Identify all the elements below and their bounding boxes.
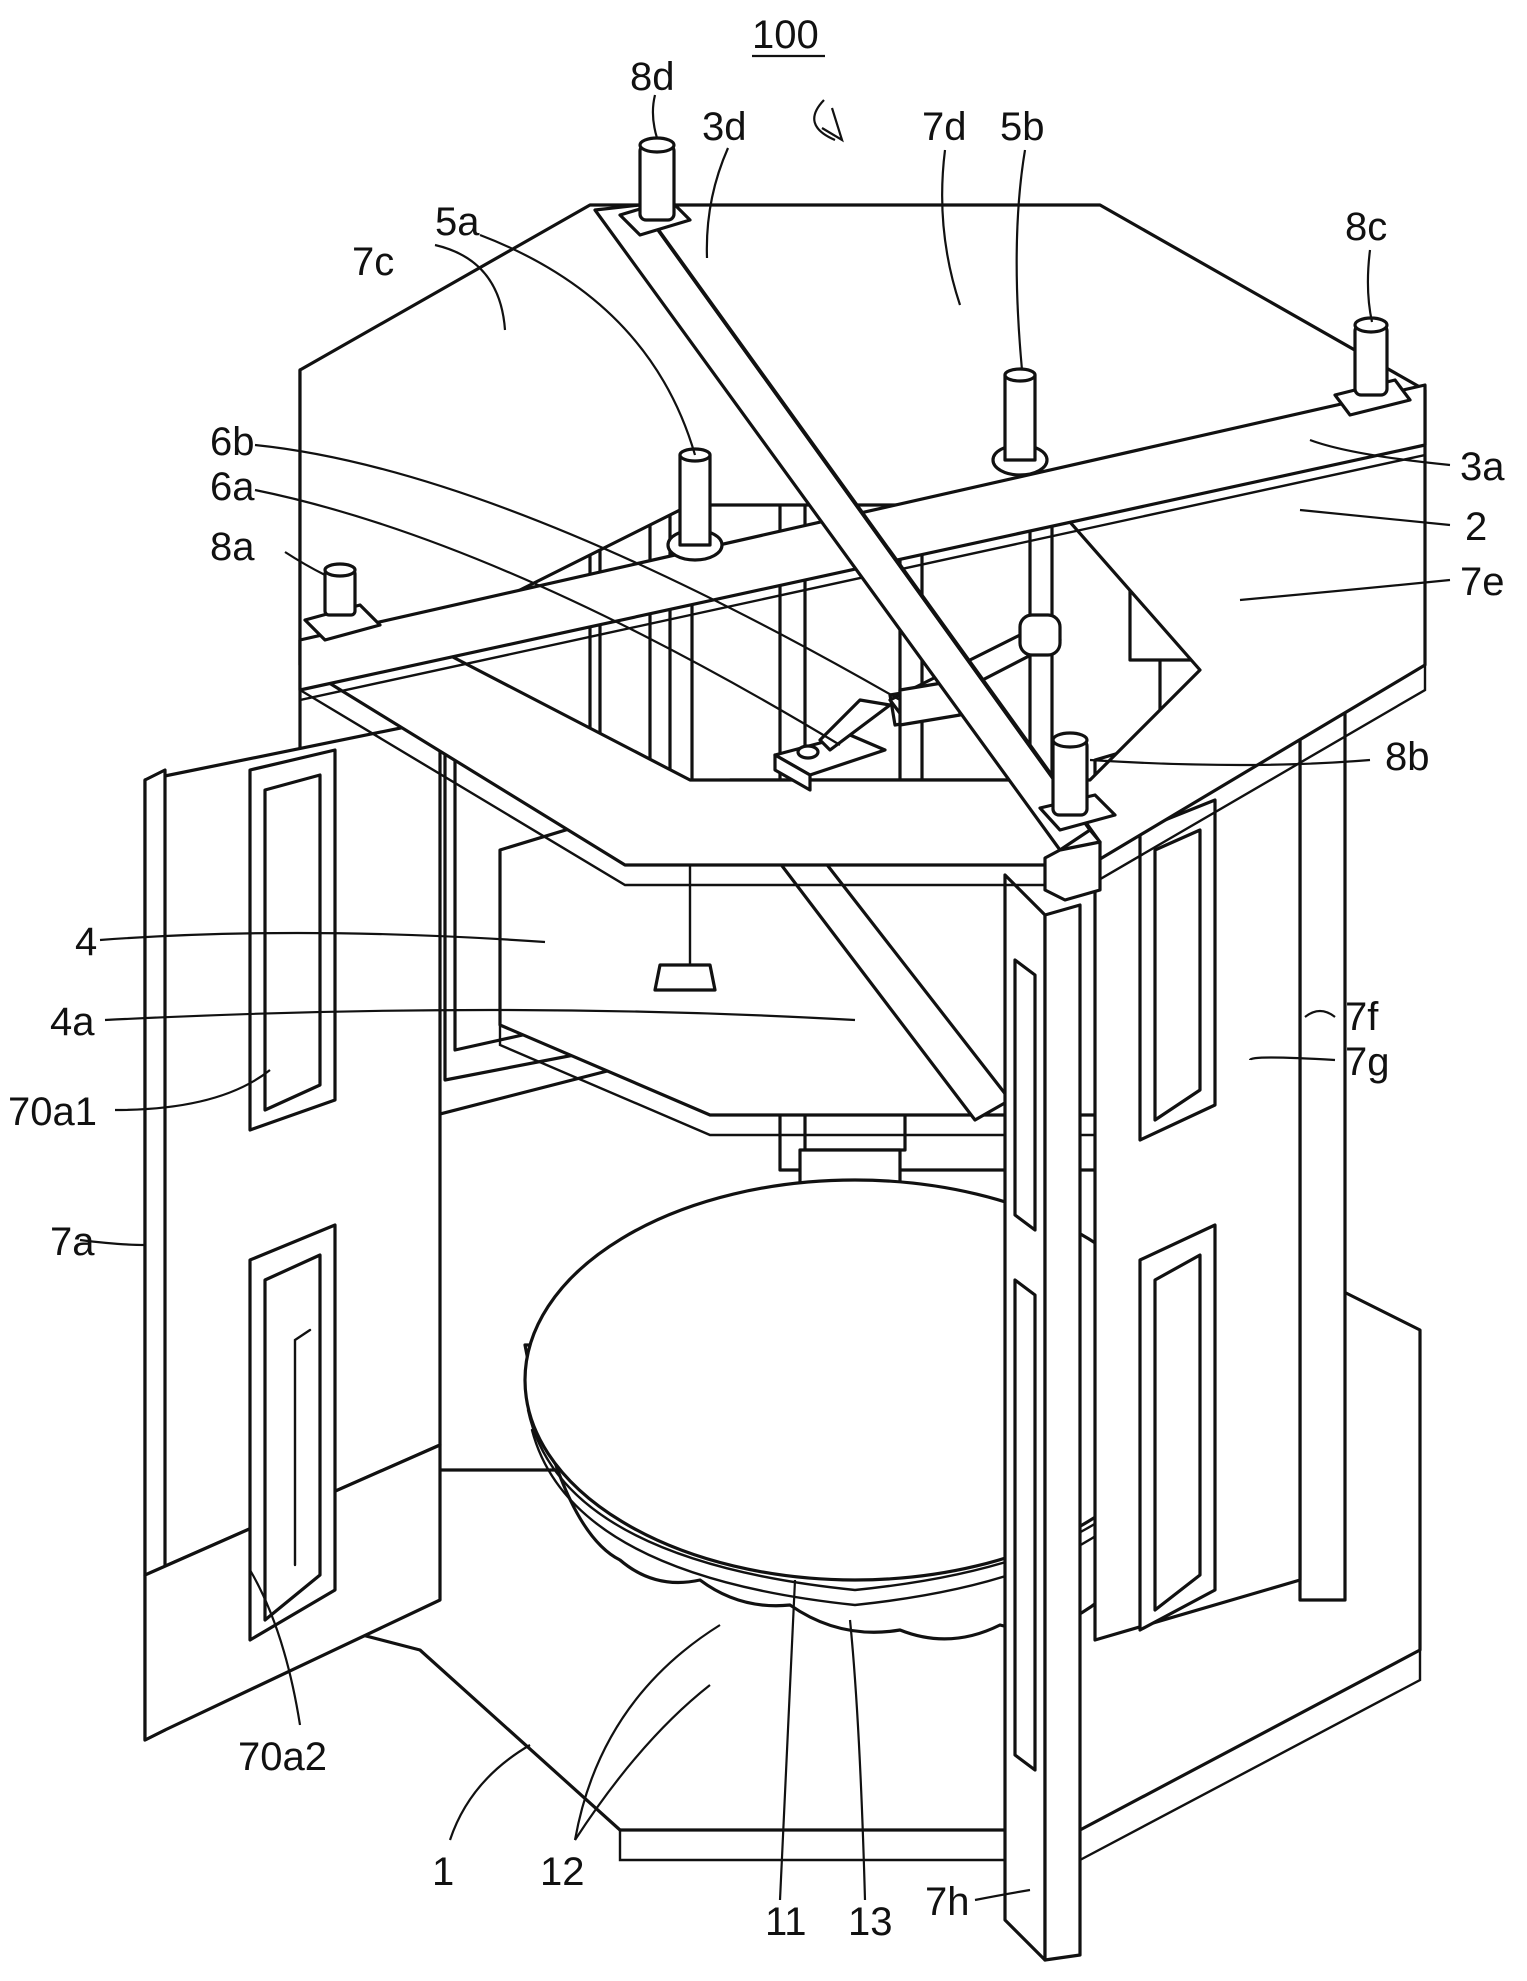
door-7h bbox=[1003, 873, 1082, 1962]
label-5a: 5a bbox=[435, 200, 480, 244]
label-100: 100 bbox=[752, 13, 819, 57]
bolt-8c bbox=[1333, 316, 1412, 417]
stud-5a bbox=[666, 447, 724, 562]
label-1: 1 bbox=[432, 1850, 454, 1894]
label-11: 11 bbox=[765, 1900, 807, 1944]
leader-lines bbox=[79, 94, 1451, 1902]
label-70a1: 70a1 bbox=[8, 1090, 97, 1134]
label-7h: 7h bbox=[925, 1880, 970, 1924]
label-3a: 3a bbox=[1460, 445, 1505, 489]
label-7d: 7d bbox=[922, 105, 967, 149]
label-8b: 8b bbox=[1385, 735, 1430, 779]
label-8d: 8d bbox=[630, 55, 675, 99]
label-5b: 5b bbox=[1000, 105, 1045, 149]
bolt-8d bbox=[618, 136, 692, 237]
label-3d: 3d bbox=[702, 105, 747, 149]
label-8c: 8c bbox=[1345, 205, 1387, 249]
bolt-8b bbox=[1038, 731, 1117, 832]
label-7g: 7g bbox=[1345, 1040, 1390, 1084]
door-7g bbox=[1093, 698, 1302, 1642]
reference-labels: 100 8d 3d 7d 5b 8c 5a 7c 6b 6a 8a 3a 2 7… bbox=[8, 13, 1505, 1944]
label-8a: 8a bbox=[210, 525, 255, 569]
label-6b: 6b bbox=[210, 420, 255, 464]
label-4: 4 bbox=[75, 920, 97, 964]
label-12: 12 bbox=[540, 1850, 585, 1894]
label-7e: 7e bbox=[1460, 560, 1505, 604]
label-13: 13 bbox=[848, 1900, 893, 1944]
label-2: 2 bbox=[1465, 505, 1487, 549]
door-7a bbox=[143, 718, 442, 1742]
label-4a: 4a bbox=[50, 1000, 95, 1044]
stud-5b bbox=[991, 367, 1049, 477]
label-70a2: 70a2 bbox=[238, 1735, 327, 1779]
stage-disk bbox=[523, 1148, 1192, 1641]
label-7c: 7c bbox=[352, 240, 394, 284]
label-6a: 6a bbox=[210, 465, 255, 509]
label-7f: 7f bbox=[1345, 995, 1379, 1039]
bolt-8a bbox=[303, 562, 382, 642]
label-7a: 7a bbox=[50, 1220, 95, 1264]
